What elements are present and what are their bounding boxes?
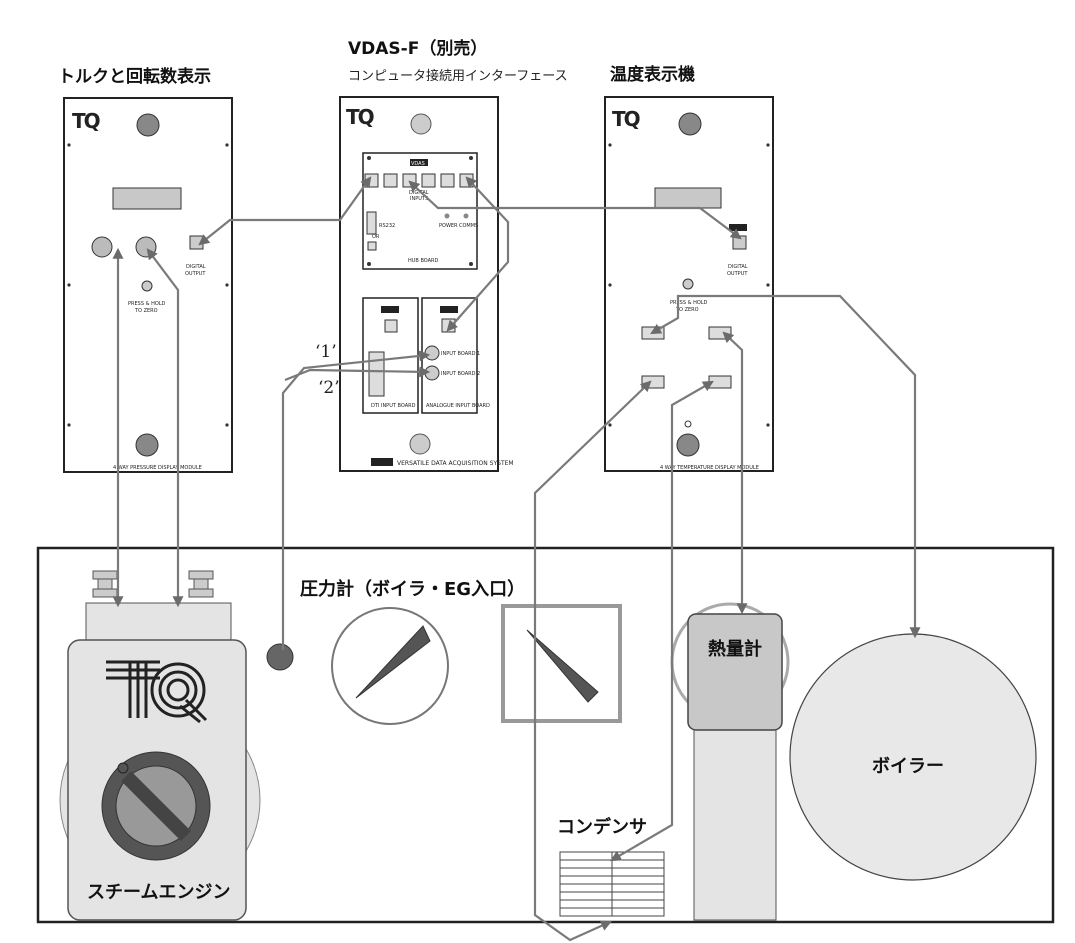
label-to-zero: TO ZERO <box>134 308 158 314</box>
heading-temperature-display: 温度表示機 <box>610 64 695 85</box>
label-output: OUTPUT <box>185 271 206 277</box>
label-analogue: ANALOGUE INPUT BOARD <box>426 403 490 409</box>
input-socket <box>135 236 157 258</box>
display-window <box>112 187 182 210</box>
temperature-display-module: TQ DIGITAL OUTPUT PRESS & HOLD TO ZERO 4… <box>604 96 774 472</box>
label-pressure-gauge: 圧力計（ボイラ・EG入口） <box>300 578 525 600</box>
rs232-port <box>366 211 377 235</box>
logo-tq: TQ <box>72 109 100 133</box>
label-power: POWER <box>439 223 458 229</box>
label-rs232: RS232 <box>379 223 395 229</box>
hub-board <box>362 152 478 270</box>
heading-vdas: VDAS-F（別売） <box>348 38 487 59</box>
temp-socket <box>708 375 732 389</box>
pressure-gauge-boiler <box>331 607 449 725</box>
engine-tq-logo <box>106 660 208 724</box>
mounting-knob <box>676 433 700 457</box>
label-comms: COMMS <box>459 223 478 229</box>
subheading-vdas: コンピュータ接続用インターフェース <box>348 68 568 84</box>
condenser: コンデンサ <box>557 816 665 917</box>
channel-marker-1: ‘1’ <box>315 342 337 362</box>
right-module-footer: 4 WAY TEMPERATURE DISPLAY MODULE <box>660 465 759 471</box>
svg-text:DIGITAL: DIGITAL <box>728 264 748 270</box>
label-input-board-2: INPUT BOARD 2 <box>441 371 480 377</box>
svg-text:PRESS & HOLD: PRESS & HOLD <box>670 300 708 306</box>
label-boiler: ボイラー <box>872 756 944 777</box>
mounting-knob <box>135 433 159 457</box>
boiler: ボイラー <box>789 633 1037 881</box>
label-or: OR <box>372 234 380 240</box>
logo-tq: TQ <box>612 107 640 131</box>
mounting-knob <box>409 433 431 455</box>
label-calorimeter: 熱量計 <box>708 638 762 660</box>
torque-display-module: TQ DIGITAL OUTPUT PRESS & HOLD TO ZERO 4… <box>63 97 233 473</box>
svg-text:TO ZERO: TO ZERO <box>675 307 699 313</box>
mounting-knob <box>410 113 432 135</box>
zero-button <box>682 278 694 290</box>
label-digital: DIGITAL <box>186 264 206 270</box>
label-steam-engine: スチームエンジン <box>87 882 230 903</box>
pressure-sensor <box>266 643 294 671</box>
channel-marker-2: ‘2’ <box>318 378 340 398</box>
label-condenser: コンデンサ <box>557 816 647 838</box>
label-hub-board: HUB BOARD <box>408 258 439 264</box>
vdas-badge <box>410 159 428 166</box>
signal-wires <box>112 176 921 942</box>
input-socket <box>91 236 113 258</box>
label-dti: DTI INPUT BOARD <box>371 403 416 409</box>
svg-text:OUTPUT: OUTPUT <box>727 271 748 277</box>
heading-torque-display: トルクと回転数表示 <box>58 66 211 87</box>
label-input-board-1: INPUT BOARD 1 <box>441 351 480 357</box>
steam-engine: スチームエンジン <box>59 570 261 921</box>
pressure-gauge-engine-inlet <box>501 604 622 723</box>
vdas-footer: VERSATILE DATA ACQUISITION SYSTEM <box>397 460 514 467</box>
mounting-knob <box>678 112 702 136</box>
display-window <box>654 187 722 209</box>
label-press-hold: PRESS & HOLD <box>128 301 166 307</box>
calorimeter: 熱量計 <box>670 602 790 921</box>
usb-port <box>367 241 377 251</box>
logo-tq: TQ <box>346 105 374 129</box>
left-module-footer: 4 WAY PRESSURE DISPLAY MODULE <box>113 465 202 471</box>
zero-button <box>141 280 153 292</box>
mounting-knob <box>136 113 160 137</box>
svg-text:VDAS: VDAS <box>411 161 425 167</box>
